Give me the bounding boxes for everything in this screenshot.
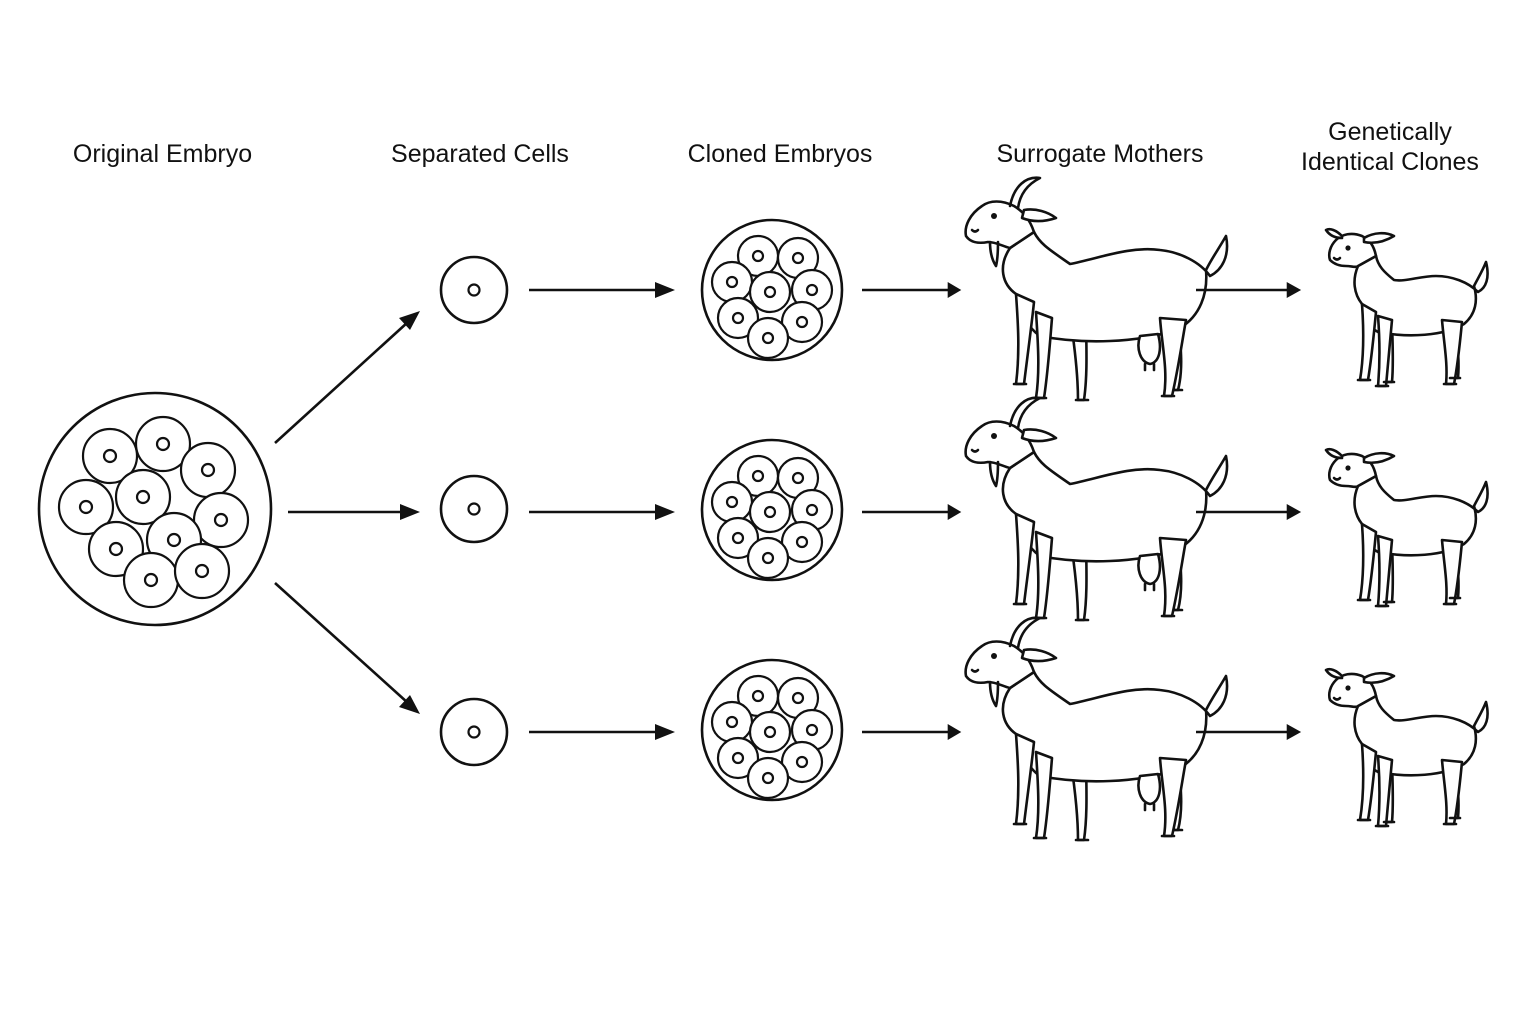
- split-arrow-up: [274, 311, 420, 444]
- original-embryo: [37, 391, 273, 627]
- clone-kid-1: [1324, 227, 1489, 388]
- label-clones-line1: Genetically: [1328, 118, 1452, 146]
- arrow-mother-to-clone-3: [1194, 722, 1303, 742]
- split-arrow-down: [274, 582, 420, 714]
- arrow-cell-to-embryo-2: [527, 502, 677, 522]
- embryo-cell: [192, 491, 250, 549]
- arrow-mother-to-clone-2: [1194, 502, 1303, 522]
- arrow-cell-to-embryo-3: [527, 722, 677, 742]
- label-separated-cells: Separated Cells: [391, 140, 569, 168]
- label-clones: Genetically Identical Clones: [1280, 117, 1500, 177]
- arrow-cell-to-embryo-1: [527, 280, 677, 300]
- embryo-cell: [134, 415, 192, 473]
- label-cloned-embryos: Cloned Embryos: [687, 140, 873, 168]
- separated-cell-2: [439, 474, 509, 544]
- label-surrogate-mothers: Surrogate Mothers: [996, 140, 1204, 168]
- arrow-mother-to-clone-1: [1194, 280, 1303, 300]
- arrow-embryo-to-mother-2: [860, 502, 963, 522]
- embryo-cell: [57, 478, 115, 536]
- embryo-cell: [179, 441, 237, 499]
- arrow-embryo-to-mother-3: [860, 722, 963, 742]
- embryo-cell: [173, 542, 231, 600]
- cloned-embryo-2: [702, 440, 842, 580]
- clone-kid-3: [1324, 667, 1489, 828]
- embryo-cell: [114, 468, 172, 526]
- arrow-embryo-to-mother-1: [860, 280, 963, 300]
- separated-cell-1: [439, 255, 509, 325]
- surrogate-goat-2: [964, 396, 1229, 622]
- surrogate-goat-3: [964, 616, 1229, 842]
- split-arrow-middle: [288, 504, 420, 520]
- clone-kid-2: [1324, 447, 1489, 608]
- surrogate-goat-1: [964, 176, 1229, 402]
- cloned-embryo-3: [702, 660, 842, 800]
- label-clones-line2: Identical Clones: [1301, 148, 1479, 176]
- label-original-embryo: Original Embryo: [72, 140, 253, 168]
- separated-cell-3: [439, 697, 509, 767]
- cloned-embryo-1: [702, 220, 842, 360]
- embryo-cell: [81, 427, 139, 485]
- embryo-cell: [122, 551, 180, 609]
